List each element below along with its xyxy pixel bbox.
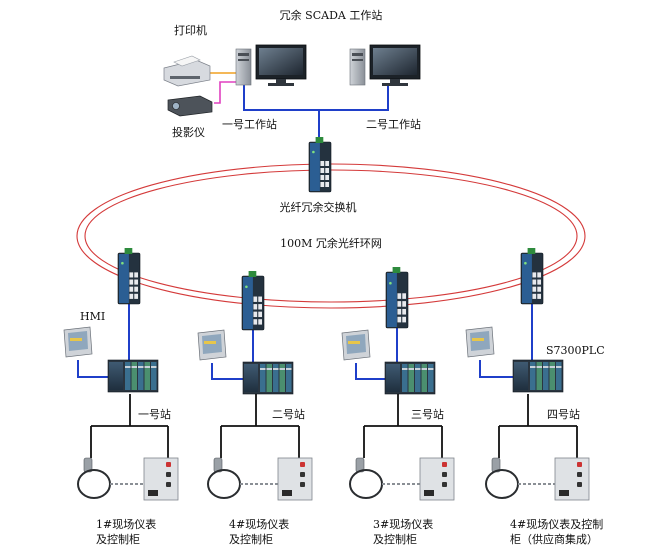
field-label-4: 4#现场仪表及控制 柜（供应商集成）	[510, 517, 603, 547]
workstation-2-icon	[349, 44, 421, 86]
field-label-4-line2: 柜（供应商集成）	[510, 533, 598, 546]
core-switch-label: 光纤冗余交换机	[279, 201, 357, 214]
projector-label: 投影仪	[172, 126, 205, 139]
station-4-sensor-icon	[485, 457, 555, 499]
station-1-switch-icon	[117, 248, 141, 305]
station-2-cabinet-icon	[277, 457, 313, 501]
plc-label: S7300PLC	[546, 344, 605, 357]
workstation-2-label: 二号工作站	[366, 118, 421, 131]
station-3-sensor-icon	[349, 457, 420, 499]
station-2-hmi-icon	[197, 329, 227, 361]
field-label-2-line1: 4#现场仪表	[229, 518, 290, 531]
field-label-1-line1: 1#现场仪表	[96, 518, 157, 531]
printer-icon	[163, 55, 211, 87]
station-4-hmi-icon	[465, 326, 495, 358]
station-2-plc-icon	[242, 361, 294, 395]
station-3-switch-icon	[385, 267, 409, 329]
station-2-switch-icon	[241, 271, 265, 331]
station-1-hmi-link	[77, 360, 108, 378]
field-label-3-line2: 及控制柜	[373, 533, 417, 546]
ring-label: 100M 冗余光纤环网	[280, 237, 382, 250]
station-1-plc-icon	[107, 359, 159, 393]
station-1-sensor-icon	[77, 457, 144, 499]
station-1-cabinet-icon	[143, 457, 179, 501]
workstation-bus	[243, 85, 389, 111]
station-2-sensor-icon	[207, 457, 278, 499]
station-3-name: 三号站	[411, 408, 444, 421]
field-label-3: 3#现场仪表 及控制柜	[373, 517, 433, 547]
field-label-4-line1: 4#现场仪表及控制	[510, 518, 604, 531]
station-1-name: 一号站	[138, 408, 171, 421]
field-label-1-line2: 及控制柜	[96, 533, 140, 546]
station-3-hmi-icon	[341, 329, 371, 361]
field-label-1: 1#现场仪表 及控制柜	[96, 517, 156, 547]
station-4-hmi-link	[479, 360, 513, 378]
projector-icon	[167, 95, 213, 117]
station-3-hmi-link	[355, 363, 385, 380]
station-3-plc-icon	[384, 361, 436, 395]
workstation-1-label: 一号工作站	[222, 118, 277, 131]
hmi-label: HMI	[80, 310, 106, 323]
core-switch-icon	[308, 137, 332, 193]
station-3-field-bus	[363, 394, 443, 458]
station-1-hmi-icon	[63, 326, 93, 358]
workstation-1-icon	[235, 44, 307, 86]
field-label-3-line1: 3#现场仪表	[373, 518, 434, 531]
station-4-switch-icon	[520, 248, 544, 305]
station-4-name: 四号站	[547, 408, 580, 421]
station-4-plc-icon	[512, 359, 564, 393]
field-label-2-line2: 及控制柜	[229, 533, 273, 546]
station-3-cabinet-icon	[419, 457, 455, 501]
field-label-2: 4#现场仪表 及控制柜	[229, 517, 289, 547]
station-4-cabinet-icon	[554, 457, 590, 501]
station-2-field-bus	[220, 394, 300, 458]
station-2-hmi-link	[211, 363, 243, 380]
ethernet-links	[77, 72, 533, 380]
printer-label: 打印机	[174, 24, 207, 37]
station-2-name: 二号站	[272, 408, 305, 421]
projector-link	[214, 81, 238, 104]
scada-title: 冗余 SCADA 工作站	[279, 9, 383, 22]
station-4-field-bus	[498, 394, 578, 458]
station-1-field-bus	[90, 394, 169, 458]
